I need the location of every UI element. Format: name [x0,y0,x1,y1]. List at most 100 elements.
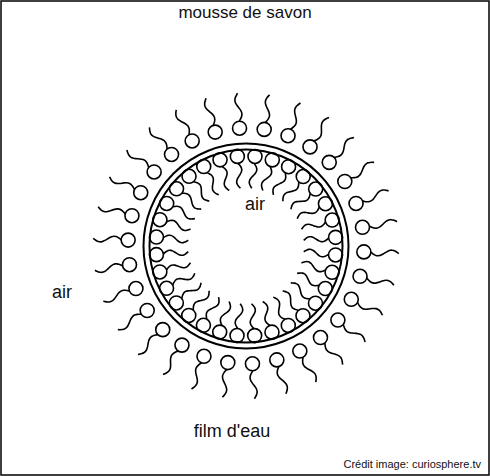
hydrophobic-tail [351,162,374,177]
hydrophobic-tail [206,297,219,319]
hydrophobic-tail [127,150,149,168]
water-film-label: film d'eau [192,422,272,442]
hydrophobic-tail [334,138,354,158]
hydrophobic-tail [314,117,329,141]
hydrophobic-tail [283,291,299,310]
hydrophilic-head [221,356,235,370]
hydrophobic-tail [273,173,286,195]
hydrophilic-head [165,147,179,161]
hydrophobic-tail [205,98,215,125]
hydrophobic-tail [222,167,229,191]
hydrophilic-head [257,122,271,136]
hydrophobic-tail [95,264,123,273]
hydrophilic-head [270,353,284,367]
inner-molecule-ring [149,149,342,342]
hydrophobic-tail [149,127,167,149]
hydrophobic-tail [110,177,135,190]
hydrophobic-tail [173,273,195,285]
hydrophobic-tail [167,220,191,230]
hydrophobic-tail [367,278,394,285]
diagram-title: mousse de savon [178,4,311,23]
hydrophilic-head [293,344,307,358]
inner-air-label: air [245,195,265,215]
hydrophobic-tail [118,314,141,329]
hydrophobic-tail [163,235,188,243]
hydrophobic-tail [220,301,230,325]
hydrophobic-tail [182,283,201,299]
hydrophilic-head [248,149,262,163]
hydrophobic-tail [301,262,325,272]
hydrophobic-tail [291,193,310,209]
hydrophobic-tail [304,249,329,257]
hydrophobic-tail [163,250,188,255]
hydrophilic-head [245,357,259,371]
hydrophilic-head [230,329,244,343]
outer-molecule-ring [93,93,399,399]
hydrophobic-tail [93,236,121,242]
hydrophobic-tail [98,207,125,214]
hydrophilic-head [197,349,211,363]
hydrophobic-tail [192,363,202,389]
hydrophobic-tail [303,357,317,382]
hydrophilic-head [313,331,327,345]
hydrophobic-tail [325,343,343,365]
hydrophobic-tail [222,370,226,398]
hydrophobic-tail [173,206,195,219]
hydrophilic-head [248,329,262,343]
hydrophobic-tail [138,335,158,355]
hydrophilic-head [149,248,163,262]
hydrophobic-tail [182,193,201,209]
film-inner-edge [150,150,343,343]
hydrophilic-head [230,149,244,163]
hydrophilic-head [303,140,317,154]
hydrophobic-tail [297,207,319,219]
hydrophobic-tail [369,220,397,229]
hydrophilic-head [140,304,154,318]
hydrophilic-head [125,209,139,223]
hydrophobic-tail [250,304,255,329]
hydrophobic-tail [302,222,326,229]
hydrophobic-tail [263,302,270,326]
hydrophobic-tail [163,351,178,375]
bubble-circle: air [142,142,350,350]
hydrophobic-tail [277,367,287,394]
hydrophilic-head [122,258,136,272]
hydrophilic-head [344,292,358,306]
image-credit: Crédit image: curiosphere.tv [341,458,483,470]
hydrophilic-head [281,129,295,143]
hydrophobic-tail [237,163,242,188]
hydrophobic-tail [235,304,243,329]
hydrophilic-head [134,186,148,200]
hydrophobic-tail [249,163,257,188]
hydrophilic-head [322,155,336,169]
hydrophobic-tail [371,250,399,256]
hydrophilic-head [129,282,143,296]
hydrophobic-tail [291,283,310,299]
hydrophilic-head [349,196,363,210]
film-outer-edge [144,144,349,349]
hydrophobic-tail [176,110,190,135]
hydrophobic-tail [193,182,209,201]
hydrophobic-tail [273,297,285,319]
hydrophobic-tail [358,302,383,315]
hydrophilic-head [175,338,189,352]
hydrophilic-head [329,248,343,262]
hydrophobic-tail [207,173,219,195]
hydrophobic-tail [103,290,129,302]
hydrophobic-tail [265,95,269,123]
hydrophilic-head [149,230,163,244]
hydrophilic-head [329,230,343,244]
hydrophilic-head [331,313,345,327]
hydrophobic-tail [193,291,209,310]
surfactant-molecules [93,93,399,399]
hydrophilic-head [357,245,371,259]
hydrophilic-head [356,220,370,234]
hydrophobic-tail [304,237,329,242]
hydrophilic-head [338,174,352,188]
outer-air-label: air [50,283,74,303]
hydrophobic-tail [283,182,299,201]
hydrophilic-head [156,323,170,337]
bubble-outline [142,142,350,350]
